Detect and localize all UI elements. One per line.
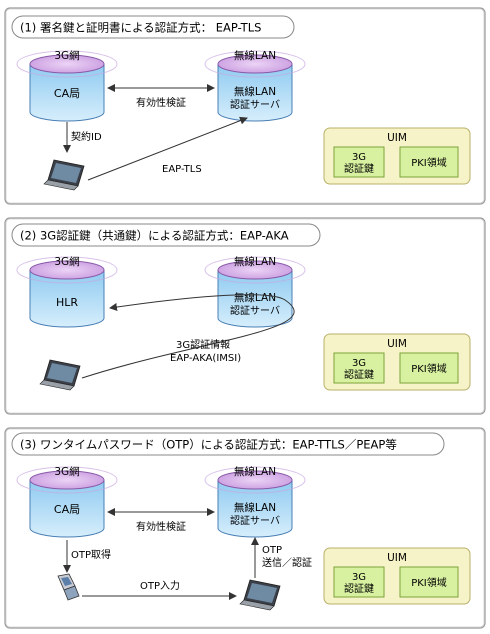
section-1-eap-label: EAP-TLS <box>162 164 202 175</box>
section-3-verify-label: 有効性検証 <box>136 520 186 533</box>
section-2-hlr-database: 3G網 HLR <box>16 255 118 328</box>
section-2-uim-auth-key: 認証鍵 <box>344 368 374 381</box>
section-3-otp-send-label1: OTP <box>262 545 282 556</box>
section-2-auth-server-database: 無線LAN 無線LAN 認証サーバ <box>204 255 306 328</box>
section-1-eap-arrow <box>87 116 248 181</box>
section-1-uim-pki: PKI領域 <box>411 156 447 169</box>
section-2-title: (2) 3G認証鍵（共通鍵）による認証方式：EAP-AKA <box>20 229 289 243</box>
section-3-uim-auth-key: 認証鍵 <box>344 582 374 595</box>
section-2-title-pill: (2) 3G認証鍵（共通鍵）による認証方式：EAP-AKA <box>11 223 321 247</box>
section-1-left-db-top-label: 3G網 <box>54 49 79 62</box>
section-3-left-db-top-label: 3G網 <box>54 465 79 478</box>
section-1-right-db-top-label: 無線LAN <box>234 49 276 62</box>
section-2-laptop-icon <box>39 359 81 391</box>
section-2-right-db-top-label: 無線LAN <box>234 255 276 268</box>
section-3-left-db-label: CA局 <box>54 503 80 516</box>
section-2-uim-3g: 3G <box>352 358 366 369</box>
section-3-otp-get-label: OTP取得 <box>71 549 111 561</box>
section-2-right-db-label1: 無線LAN <box>234 291 276 304</box>
section-1-laptop-icon <box>43 159 85 191</box>
section-1-title-pill: (1) 署名鍵と証明書による認証方式： EAP-TLS <box>11 15 295 39</box>
section-1-right-db-label1: 無線LAN <box>234 85 276 98</box>
section-3-title-pill: (3) ワンタイムパスワード（OTP）による認証方式：EAP-TTLS／PEAP… <box>11 432 445 456</box>
section-2-aka-curve-arrow <box>81 294 295 379</box>
section-1-uim-3g: 3G <box>352 152 366 163</box>
section-3-title: (3) ワンタイムパスワード（OTP）による認証方式：EAP-TTLS／PEAP… <box>20 438 397 452</box>
section-3-mobile-phone-icon <box>57 573 80 601</box>
section-2-curve-label2: EAP-AKA(IMSI) <box>170 353 241 364</box>
section-3-uim-pki: PKI領域 <box>411 576 447 589</box>
section-2-uim-pki: PKI領域 <box>411 362 447 375</box>
section-1-ca-database: 3G網 CA局 <box>16 49 118 122</box>
section-3-right-db-label2: 認証サーバ <box>230 514 280 527</box>
section-1-title: (1) 署名鍵と証明書による認証方式： EAP-TLS <box>20 21 261 35</box>
section-1-uim-title: UIM <box>387 132 407 144</box>
section-1-left-db-label: CA局 <box>54 87 80 100</box>
section-1-contract-label: 契約ID <box>71 130 102 143</box>
section-2-left-db-top-label: 3G網 <box>54 255 79 268</box>
section-2-uim-box: UIM 3G 認証鍵 PKI領域 <box>323 333 471 391</box>
section-2-right-db-label2: 認証サーバ <box>230 304 280 317</box>
section-3-uim-3g: 3G <box>352 572 366 583</box>
section-3-uim-title: UIM <box>387 552 407 564</box>
section-2-left-db-label: HLR <box>56 296 78 309</box>
section-3-otp-send-label2: 送信／認証 <box>262 556 312 569</box>
section-3-otp-input-label: OTP入力 <box>140 579 180 592</box>
section-2-curve-label1: 3G認証情報 <box>176 338 230 351</box>
section-3-auth-server-database: 無線LAN 無線LAN 認証サーバ <box>204 465 306 538</box>
section-1-uim-auth-key: 認証鍵 <box>344 162 374 175</box>
section-1-right-db-label2: 認証サーバ <box>230 98 280 111</box>
section-1-verify-label: 有効性検証 <box>136 96 186 109</box>
section-3-right-db-label1: 無線LAN <box>234 501 276 514</box>
section-3-ca-database: 3G網 CA局 <box>16 465 118 538</box>
section-1-uim-box: UIM 3G 認証鍵 PKI領域 <box>323 127 471 185</box>
section-3-laptop-icon <box>239 579 281 611</box>
section-1-auth-server-database: 無線LAN 無線LAN 認証サーバ <box>204 49 306 122</box>
section-3-right-db-top-label: 無線LAN <box>234 465 276 478</box>
section-2-uim-title: UIM <box>387 338 407 350</box>
section-3-uim-box: UIM 3G 認証鍵 PKI領域 <box>323 547 471 605</box>
